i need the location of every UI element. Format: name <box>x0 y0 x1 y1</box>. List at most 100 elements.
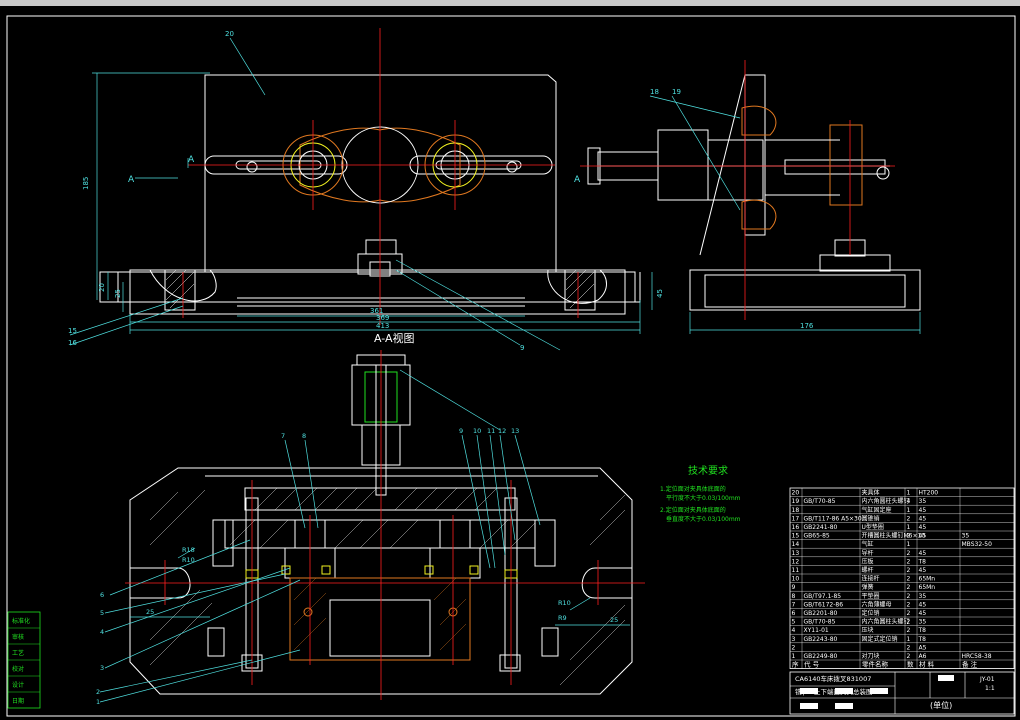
balloon-2: 2 <box>96 688 100 696</box>
balloon-3: 3 <box>100 664 104 672</box>
bom-cell-mat: T8 <box>918 558 927 565</box>
bom-cell-mat: 35 <box>919 498 927 505</box>
bom-cell-name: 六角薄螺母 <box>862 600 892 608</box>
balloon-5: 5 <box>100 609 104 617</box>
bom-cell-name: 对刀块 <box>862 652 880 660</box>
bom-cell-code: GB65-85 <box>804 533 830 540</box>
notes-line1: 1.定位面对夹具体底面的 <box>660 485 726 493</box>
front-view-centerlines <box>182 28 579 325</box>
bom-cell-name: 内六角圆柱头螺钉 <box>862 618 910 626</box>
bom-cell-qty: 2 <box>907 567 911 574</box>
bom-cell-no: 11 <box>792 567 800 574</box>
bom-cell-name: 内六角圆柱头螺钉 <box>862 497 910 505</box>
bom-cell-name: 弹簧 <box>862 583 874 591</box>
bom-cell-no: 9 <box>792 584 796 591</box>
bom-cell-note: HRC58-38 <box>962 653 992 660</box>
side-view-dimensions <box>649 95 921 334</box>
bom-cell-qty: 2 <box>907 627 911 634</box>
dim-overall-width: 413 <box>376 322 389 330</box>
dim-base-height: 20 <box>98 283 106 292</box>
bom-cell-no: 13 <box>792 550 800 557</box>
bom-cell-note: 35 <box>962 533 970 540</box>
bom-cell-no: 1 <box>792 653 796 660</box>
stamp-label-5: 设计 <box>12 681 24 689</box>
bom-cell-mat: HT200 <box>919 490 939 497</box>
front-view-dim-text: 185 20 25 361 369 413 45 <box>82 177 664 330</box>
bom-cell-qty: 1 <box>907 490 911 497</box>
notes-line2: 平行度不大于0.03/100mm <box>666 494 741 502</box>
dim-offset-25-right: 25 <box>610 616 618 624</box>
bom-cell-qty: 1 <box>907 541 911 548</box>
bom-cell-no: 3 <box>792 636 796 643</box>
bom-cell-no: 2 <box>792 644 796 651</box>
bom-cell-mat: 45 <box>919 610 927 617</box>
balloon-4: 4 <box>100 628 104 636</box>
section-centerlines <box>125 350 645 700</box>
bom-cell-mat: 35 <box>919 593 927 600</box>
bom-cell-no: 12 <box>792 558 800 565</box>
section-marker-left-lower: A <box>128 175 135 185</box>
bom-cell-qty: 2 <box>907 593 911 600</box>
stamp-label-3: 工艺 <box>12 649 24 657</box>
section-leaders <box>99 369 630 703</box>
technical-notes: 技术要求 1.定位面对夹具体底面的 平行度不大于0.03/100mm 2.定位面… <box>660 464 741 523</box>
bom-cell-qty: 2 <box>907 533 911 540</box>
dim-offset-25-left: 25 <box>146 608 154 616</box>
side-view-text: 176 18 19 <box>650 88 814 330</box>
bom-cell-code: GB2249-80 <box>804 653 838 660</box>
bom-cell-mat: 35 <box>919 619 927 626</box>
balloon-20: 20 <box>225 30 234 38</box>
section-balloons: 7 8 6 5 4 3 2 1 9 10 11 12 13 R18 R10 R1… <box>96 427 618 706</box>
dim-mid-width: 369 <box>376 314 389 322</box>
balloon-19: 19 <box>672 88 681 96</box>
unit-label: (单位) <box>930 700 952 710</box>
bom-cell-name: 平垫圈 <box>862 592 880 600</box>
bom-cell-qty: 1 <box>907 636 911 643</box>
bom-cell-mat: 45 <box>919 601 927 608</box>
dim-height-overall: 185 <box>82 177 90 190</box>
bom-header-cell: 零件名称 <box>862 660 889 669</box>
dim-r9: R9 <box>558 614 567 622</box>
bom-cell-name: 夹具体 <box>862 489 880 497</box>
balloon-6: 6 <box>100 591 104 599</box>
bom-cell-qty: 2 <box>907 515 911 522</box>
balloon-15: 15 <box>68 327 77 335</box>
bom-cell-name: 压板 <box>862 557 874 565</box>
balloon-s12: 12 <box>498 427 506 435</box>
balloon-s11: 11 <box>487 427 495 435</box>
stamp-label-2: 审核 <box>12 633 24 641</box>
bom-cell-no: 17 <box>792 515 800 522</box>
dim-base-thickness: 25 <box>114 289 122 298</box>
notes-line3: 2.定位面对夹具体底面的 <box>660 506 726 514</box>
front-view <box>99 74 641 315</box>
bom-cell-no: 7 <box>792 601 796 608</box>
dim-r18: R18 <box>182 546 195 554</box>
bom-cell-name: 圆锥销 <box>862 514 880 522</box>
bom-cell-name: 固定式定位销 <box>862 635 898 643</box>
side-view-centerlines <box>580 60 895 320</box>
notes-title: 技术要求 <box>688 464 728 477</box>
bom-cell-code: GB/T70-85 <box>804 498 836 505</box>
bom-cell-no: 5 <box>792 619 796 626</box>
bom-cell-qty: 2 <box>907 610 911 617</box>
balloon-7: 7 <box>281 432 285 440</box>
bom-cell-name: 气缸固定座 <box>862 506 892 514</box>
bom-cell-code: GB/T70-85 <box>804 619 836 626</box>
sheet-code: JY-01 <box>979 676 995 683</box>
bom-cell-qty: 2 <box>907 584 911 591</box>
bom-header-cell: 序 <box>792 660 799 669</box>
bom-cell-qty: 4 <box>907 498 911 505</box>
balloon-16: 16 <box>68 339 77 347</box>
bom-cell-name: 气缸 <box>862 540 874 548</box>
bom-cell-qty: 2 <box>907 619 911 626</box>
left-stamp-block: 标准化 审核 工艺 校对 设计 日期 <box>7 611 41 709</box>
bom-cell-mat: T8 <box>918 627 927 634</box>
bom-cell-code: GB/T97.1-85 <box>804 593 842 600</box>
title-block: CA6140车床拨叉831007 铣φ25上下端面夹具总装图 (单位) 1:1 … <box>789 671 1015 715</box>
bom-cell-mat: T8 <box>918 636 927 643</box>
stamp-label-1: 标准化 <box>12 617 30 625</box>
title-line-2: 铣φ25上下端面夹具总装图 <box>795 687 873 696</box>
bom-cell-mat: A6 <box>919 653 927 660</box>
